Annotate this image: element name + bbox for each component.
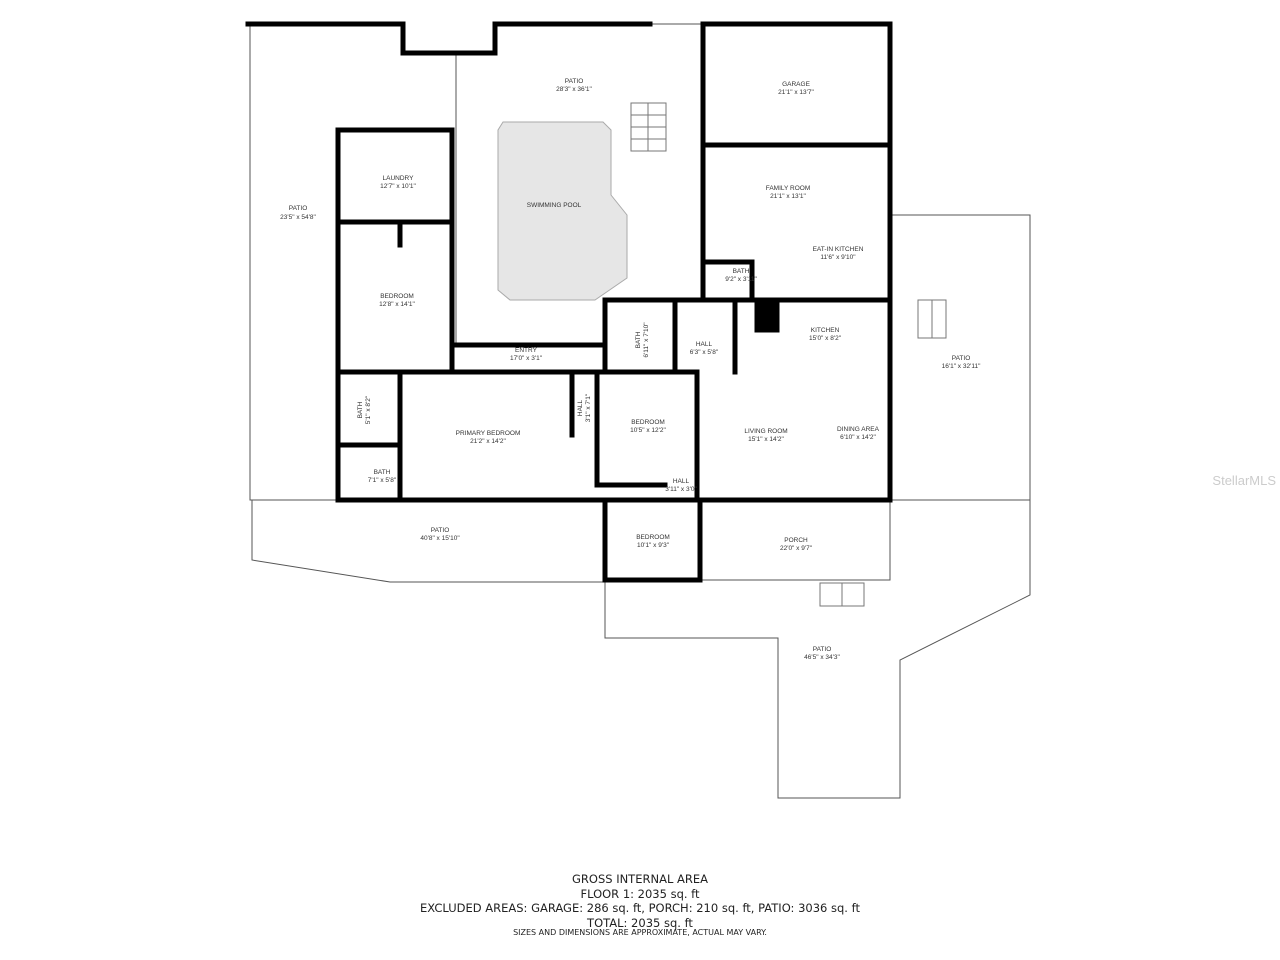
room-dim: 11'6" x 9'10" xyxy=(820,254,856,261)
room-name: HALL xyxy=(696,341,713,348)
room-name: BEDROOM xyxy=(636,534,670,541)
room-dim: 6'10" x 14'2" xyxy=(840,434,876,441)
room-name: SWIMMING POOL xyxy=(527,202,582,209)
room-dim: 12'7" x 10'1" xyxy=(380,183,416,190)
patio-outlines xyxy=(249,23,1031,799)
area-summary: GROSS INTERNAL AREA FLOOR 1: 2035 sq. ft… xyxy=(0,872,1280,930)
room-dim: 10'1" x 9'3" xyxy=(637,542,670,549)
room-dim: 9'2" x 3'11" xyxy=(725,276,757,283)
watermark: StellarMLS xyxy=(1212,473,1276,488)
room-dim: 10'5" x 12'2" xyxy=(630,427,666,434)
room-name: BEDROOM xyxy=(380,293,414,300)
room-name: PATIO xyxy=(565,78,584,85)
room-name: HALL xyxy=(577,399,584,416)
room-dim: 21'1" x 13'1" xyxy=(770,193,806,200)
room-name: BEDROOM xyxy=(631,419,665,426)
total-area: TOTAL: 2035 sq. ft xyxy=(587,915,693,930)
room-dim: 22'0" x 9'7" xyxy=(780,545,813,552)
room-dim: 17'0" x 3'1" xyxy=(510,355,543,362)
stairs xyxy=(630,102,947,607)
disclaimer: SIZES AND DIMENSIONS ARE APPROXIMATE, AC… xyxy=(513,928,767,937)
room-name: PATIO xyxy=(431,527,450,534)
swimming-pool xyxy=(497,121,628,301)
room-dim: 6'11" x 7'10" xyxy=(643,322,650,358)
walls xyxy=(245,21,893,583)
room-name: PATIO xyxy=(813,646,832,653)
room-dim: 40'8" x 15'10" xyxy=(420,535,460,542)
room-name: LAUNDRY xyxy=(383,175,415,182)
room-name: PATIO xyxy=(289,205,308,212)
room-dim: 5'1" x 8'2" xyxy=(365,395,372,424)
room-name: GARAGE xyxy=(782,81,810,88)
room-dim: 46'5" x 34'3" xyxy=(804,654,840,661)
room-name: LIVING ROOM xyxy=(744,428,787,435)
room-dim: 12'8" x 14'1" xyxy=(379,301,415,308)
room-name: PORCH xyxy=(784,537,808,544)
room-labels: PATIO 23'5" x 54'8" PATIO 28'3" x 36'1" … xyxy=(280,78,981,661)
room-dim: 15'1" x 14'2" xyxy=(748,436,784,443)
room-name: BATH xyxy=(733,268,750,275)
room-dim: 21'1" x 13'7" xyxy=(778,89,814,96)
room-dim: 28'3" x 36'1" xyxy=(556,86,592,93)
room-dim: 15'0" x 8'2" xyxy=(809,335,842,342)
room-name: HALL xyxy=(673,478,690,485)
room-dim: 23'5" x 54'8" xyxy=(280,214,316,221)
room-name: BATH xyxy=(635,331,642,348)
room-name: FAMILY ROOM xyxy=(766,185,811,192)
room-name: EAT-IN KITCHEN xyxy=(813,246,864,253)
room-dim: 7'1" x 5'8" xyxy=(368,477,397,484)
room-name: ENTRY xyxy=(515,347,538,354)
room-name: KITCHEN xyxy=(811,327,840,334)
room-name: DINING AREA xyxy=(837,426,880,433)
room-dim: 6'3" x 5'8" xyxy=(690,349,719,356)
room-name: BATH xyxy=(357,401,364,418)
area-title: GROSS INTERNAL AREA xyxy=(571,872,708,886)
floor-area: FLOOR 1: 2035 sq. ft xyxy=(580,886,700,901)
room-dim: 21'2" x 14'2" xyxy=(470,438,506,445)
room-dim: 16'1" x 32'11" xyxy=(942,363,981,370)
room-name: BATH xyxy=(374,469,391,476)
excluded-areas: EXCLUDED AREAS: GARAGE: 286 sq. ft, PORC… xyxy=(420,901,860,915)
room-name: PRIMARY BEDROOM xyxy=(456,430,521,437)
room-dim: 3'11" x 3'0" xyxy=(665,486,697,493)
room-dim: 3'1" x 7'1" xyxy=(585,393,592,422)
room-name: PATIO xyxy=(952,355,971,362)
